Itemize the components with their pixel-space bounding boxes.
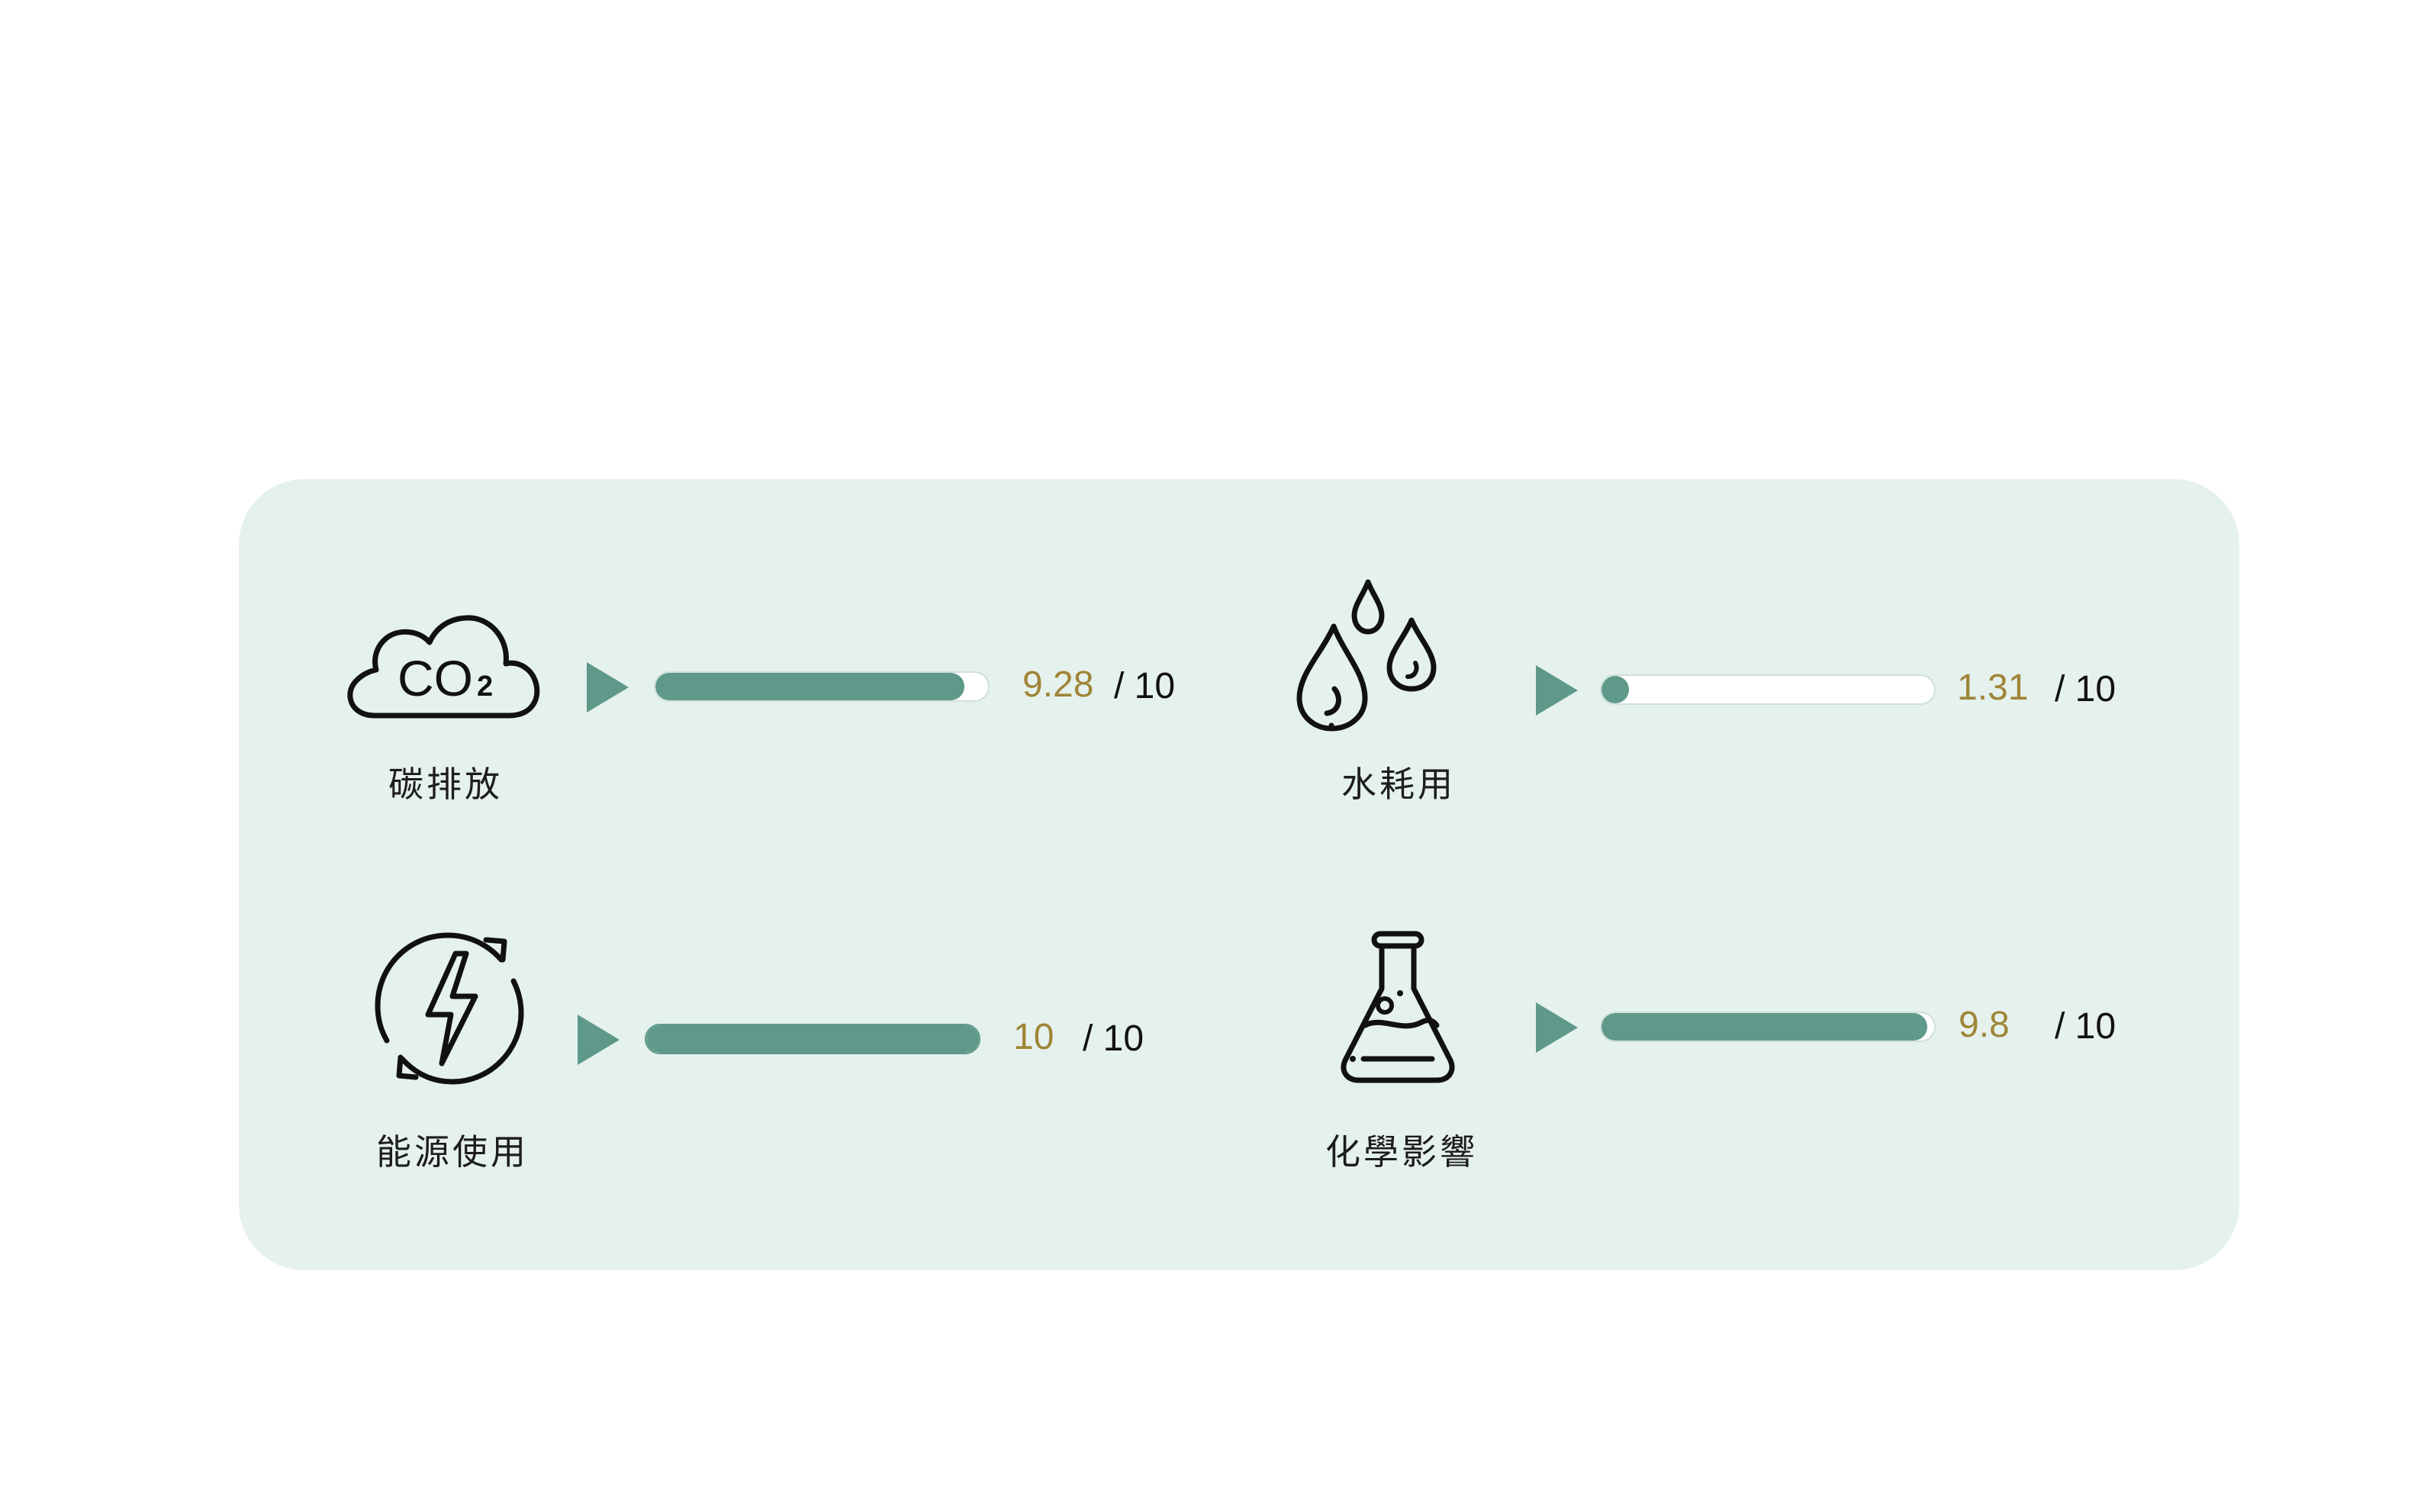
score-bar-track xyxy=(1600,1012,1936,1042)
score-max: / 10 xyxy=(1083,1018,1144,1059)
play-arrow-icon xyxy=(587,662,629,713)
metric-label: 水耗用 xyxy=(1341,764,1456,805)
play-arrow-icon xyxy=(1536,1002,1578,1053)
water-drops-icon xyxy=(1292,579,1452,735)
score-bar-fill xyxy=(646,1025,979,1053)
environmental-impact-panel: CO 2 碳排放 9.28 / 10 水耗用 1.31 xyxy=(239,479,2239,1270)
score-bar-track xyxy=(654,671,990,702)
score-value: 9.28 xyxy=(1022,664,1094,705)
score-value: 10 xyxy=(1013,1017,1054,1057)
play-arrow-icon xyxy=(1536,665,1578,716)
co2-text: CO xyxy=(398,650,473,706)
score-bar-fill xyxy=(655,673,964,700)
co2-subscript: 2 xyxy=(477,671,493,703)
co2-cloud-icon: CO 2 xyxy=(346,594,544,723)
score-bar-track xyxy=(1600,674,1936,705)
score-value: 9.8 xyxy=(1959,1005,2010,1045)
score-max: / 10 xyxy=(2055,669,2117,709)
energy-cycle-icon xyxy=(372,929,532,1089)
score-bar-fill xyxy=(1602,676,1629,703)
metric-label: 能源使用 xyxy=(376,1131,529,1173)
metric-label: 碳排放 xyxy=(388,764,503,805)
score-bar-fill xyxy=(1602,1013,1928,1041)
flask-icon xyxy=(1338,931,1467,1083)
metric-label: 化學影響 xyxy=(1325,1131,1478,1173)
score-max: / 10 xyxy=(1114,666,1176,706)
score-value: 1.31 xyxy=(1957,668,2029,708)
score-max: / 10 xyxy=(2055,1006,2117,1047)
score-bar-track xyxy=(645,1024,980,1054)
play-arrow-icon xyxy=(578,1015,620,1065)
